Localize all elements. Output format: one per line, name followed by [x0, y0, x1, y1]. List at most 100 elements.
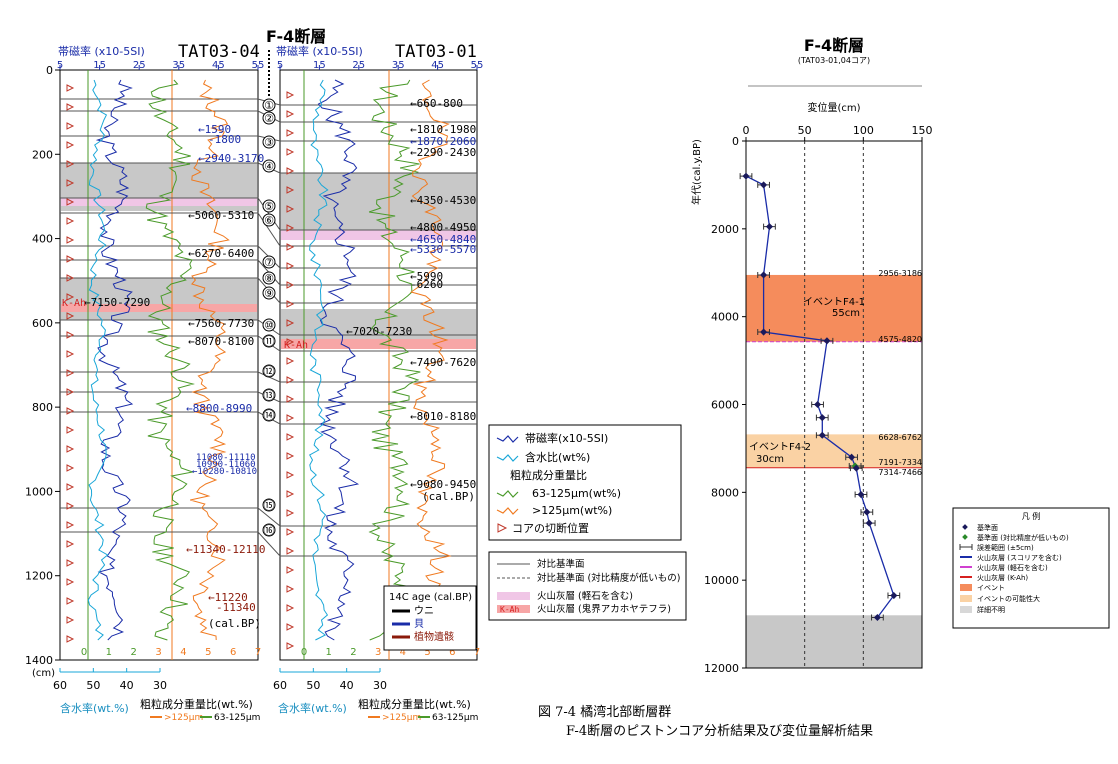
core-cut-markers [66, 84, 295, 650]
data-point [814, 400, 822, 409]
marker-number: ⑭ [264, 409, 275, 422]
cut-marker [66, 103, 75, 111]
grain-tick-label: 3 [375, 647, 381, 658]
water-tick-label: 30 [373, 679, 387, 692]
age-label-right: ←5990 [410, 270, 443, 283]
marker-circle [262, 98, 276, 112]
marker-number: ① [264, 99, 274, 112]
age-label-right: ←4800-4950 [410, 221, 476, 234]
marker-number: ⑩ [264, 319, 274, 332]
marker-number: ③ [264, 136, 274, 149]
marker-circle [262, 213, 276, 227]
cut-marker [66, 217, 75, 225]
marker-circle [262, 523, 276, 537]
cut-marker [66, 521, 75, 529]
water-tick-label: 40 [120, 679, 134, 692]
data-point [852, 464, 860, 472]
cut-marker [286, 319, 295, 327]
age-label-right: ←7490-7620 [410, 356, 476, 369]
x-tick-label: 150 [912, 124, 933, 137]
event2-amount: 30cm [756, 454, 784, 465]
y-tick-label: 0 [732, 135, 739, 148]
cut-marker [286, 623, 295, 631]
cut-marker [66, 141, 75, 149]
marker-number: ⑨ [264, 287, 274, 300]
age-label-left: (cal.BP) [208, 617, 261, 630]
water-label-right: 含水率(wt.%) [278, 701, 347, 715]
cut-marker [286, 129, 295, 137]
suscept-tick-label: 5 [277, 60, 283, 71]
kah-band-right [281, 339, 476, 349]
cut-marker [66, 407, 75, 415]
marker-number: ⑯ [264, 524, 275, 537]
cut-marker [66, 255, 75, 263]
marker-number: ⑮ [264, 499, 275, 512]
chart-bands [746, 274, 922, 668]
y-tick-label: 2000 [711, 223, 739, 236]
cut-marker [286, 528, 295, 536]
cut-marker [66, 426, 75, 434]
x-tick-label: 50 [798, 124, 812, 137]
chart-ylabel: 年代(cal.y.BP) [690, 139, 703, 205]
y-tick-label: 8000 [711, 486, 739, 499]
cut-marker [286, 281, 295, 289]
suscept-tick-label: 35 [392, 60, 405, 71]
cut-marker [66, 388, 75, 396]
legend-kah-swatch [497, 605, 530, 613]
age-label-right: ←1810-1980 [410, 123, 476, 136]
event2-label: イベントF4-2 [749, 441, 811, 453]
range-label-4: 7314-7466 [878, 468, 922, 477]
age-label-right: ←9080-9450 [410, 478, 476, 491]
cut-marker [66, 274, 75, 282]
fine-sub-left: 63-125μm [214, 713, 260, 723]
grain-tick-label: 5 [424, 647, 430, 658]
age-label-left: ←11340-12110 [186, 543, 265, 556]
kah-label-left: K-Ah [62, 298, 86, 309]
suscept-curve-left [95, 79, 134, 641]
grain-label-left: 粗粒成分重量比(wt.%) [140, 697, 253, 711]
legend-pumice-swatch [497, 592, 530, 600]
corr-line-16 [60, 531, 477, 557]
depth-tick-label: 400 [32, 233, 53, 246]
legend3-item-2: 誤差範囲 (±5cm) [977, 543, 1034, 552]
event1-amount: 55cm [832, 308, 860, 319]
cut-marker [286, 604, 295, 612]
age-label-right: -6260 [410, 278, 443, 291]
data-point [873, 613, 881, 622]
suscept-tick-label: 45 [431, 60, 444, 71]
suscept-curve-right [317, 79, 360, 641]
marker-number: ⑦ [264, 256, 274, 269]
x-tick-label: 0 [743, 124, 750, 137]
cut-marker [286, 376, 295, 384]
marker-circle [262, 199, 276, 213]
cut-marker [66, 540, 75, 548]
data-point [823, 337, 831, 345]
legend3-item-8: 詳細不明 [977, 605, 1005, 614]
cut-marker [286, 357, 295, 365]
legend-fine-swatch [496, 490, 519, 498]
grain-tick-label: 4 [400, 647, 406, 658]
y-tick-label: 6000 [711, 399, 739, 412]
legend-c14-item-0: ウニ [414, 605, 434, 617]
fine-curve-left [145, 79, 195, 641]
cut-marker [286, 566, 295, 574]
cut-marker [286, 167, 295, 175]
data-point [760, 181, 768, 189]
cut-marker [286, 110, 295, 118]
cut-marker [286, 414, 295, 422]
chart-band-event_possible [746, 434, 922, 468]
age-label-left: ←2940-3170 [198, 152, 264, 165]
marker-circle [262, 364, 276, 378]
cut-marker [66, 160, 75, 168]
cut-marker [66, 331, 75, 339]
coarse-sub-left: >125μm [164, 713, 203, 723]
marker-circle [262, 388, 276, 402]
age-label-left: ←5060-5310 [188, 209, 254, 222]
legend3-swatch-7 [960, 595, 972, 602]
legend3-swatch-6 [960, 584, 972, 591]
caption-line-2: F-4断層のピストンコア分析結果及び変位量解析結果 [566, 723, 873, 739]
core-log-panel: 帯磁率 (x10-5SI) 帯磁率 (x10-5SI) TAT03-04 TAT… [25, 27, 483, 723]
